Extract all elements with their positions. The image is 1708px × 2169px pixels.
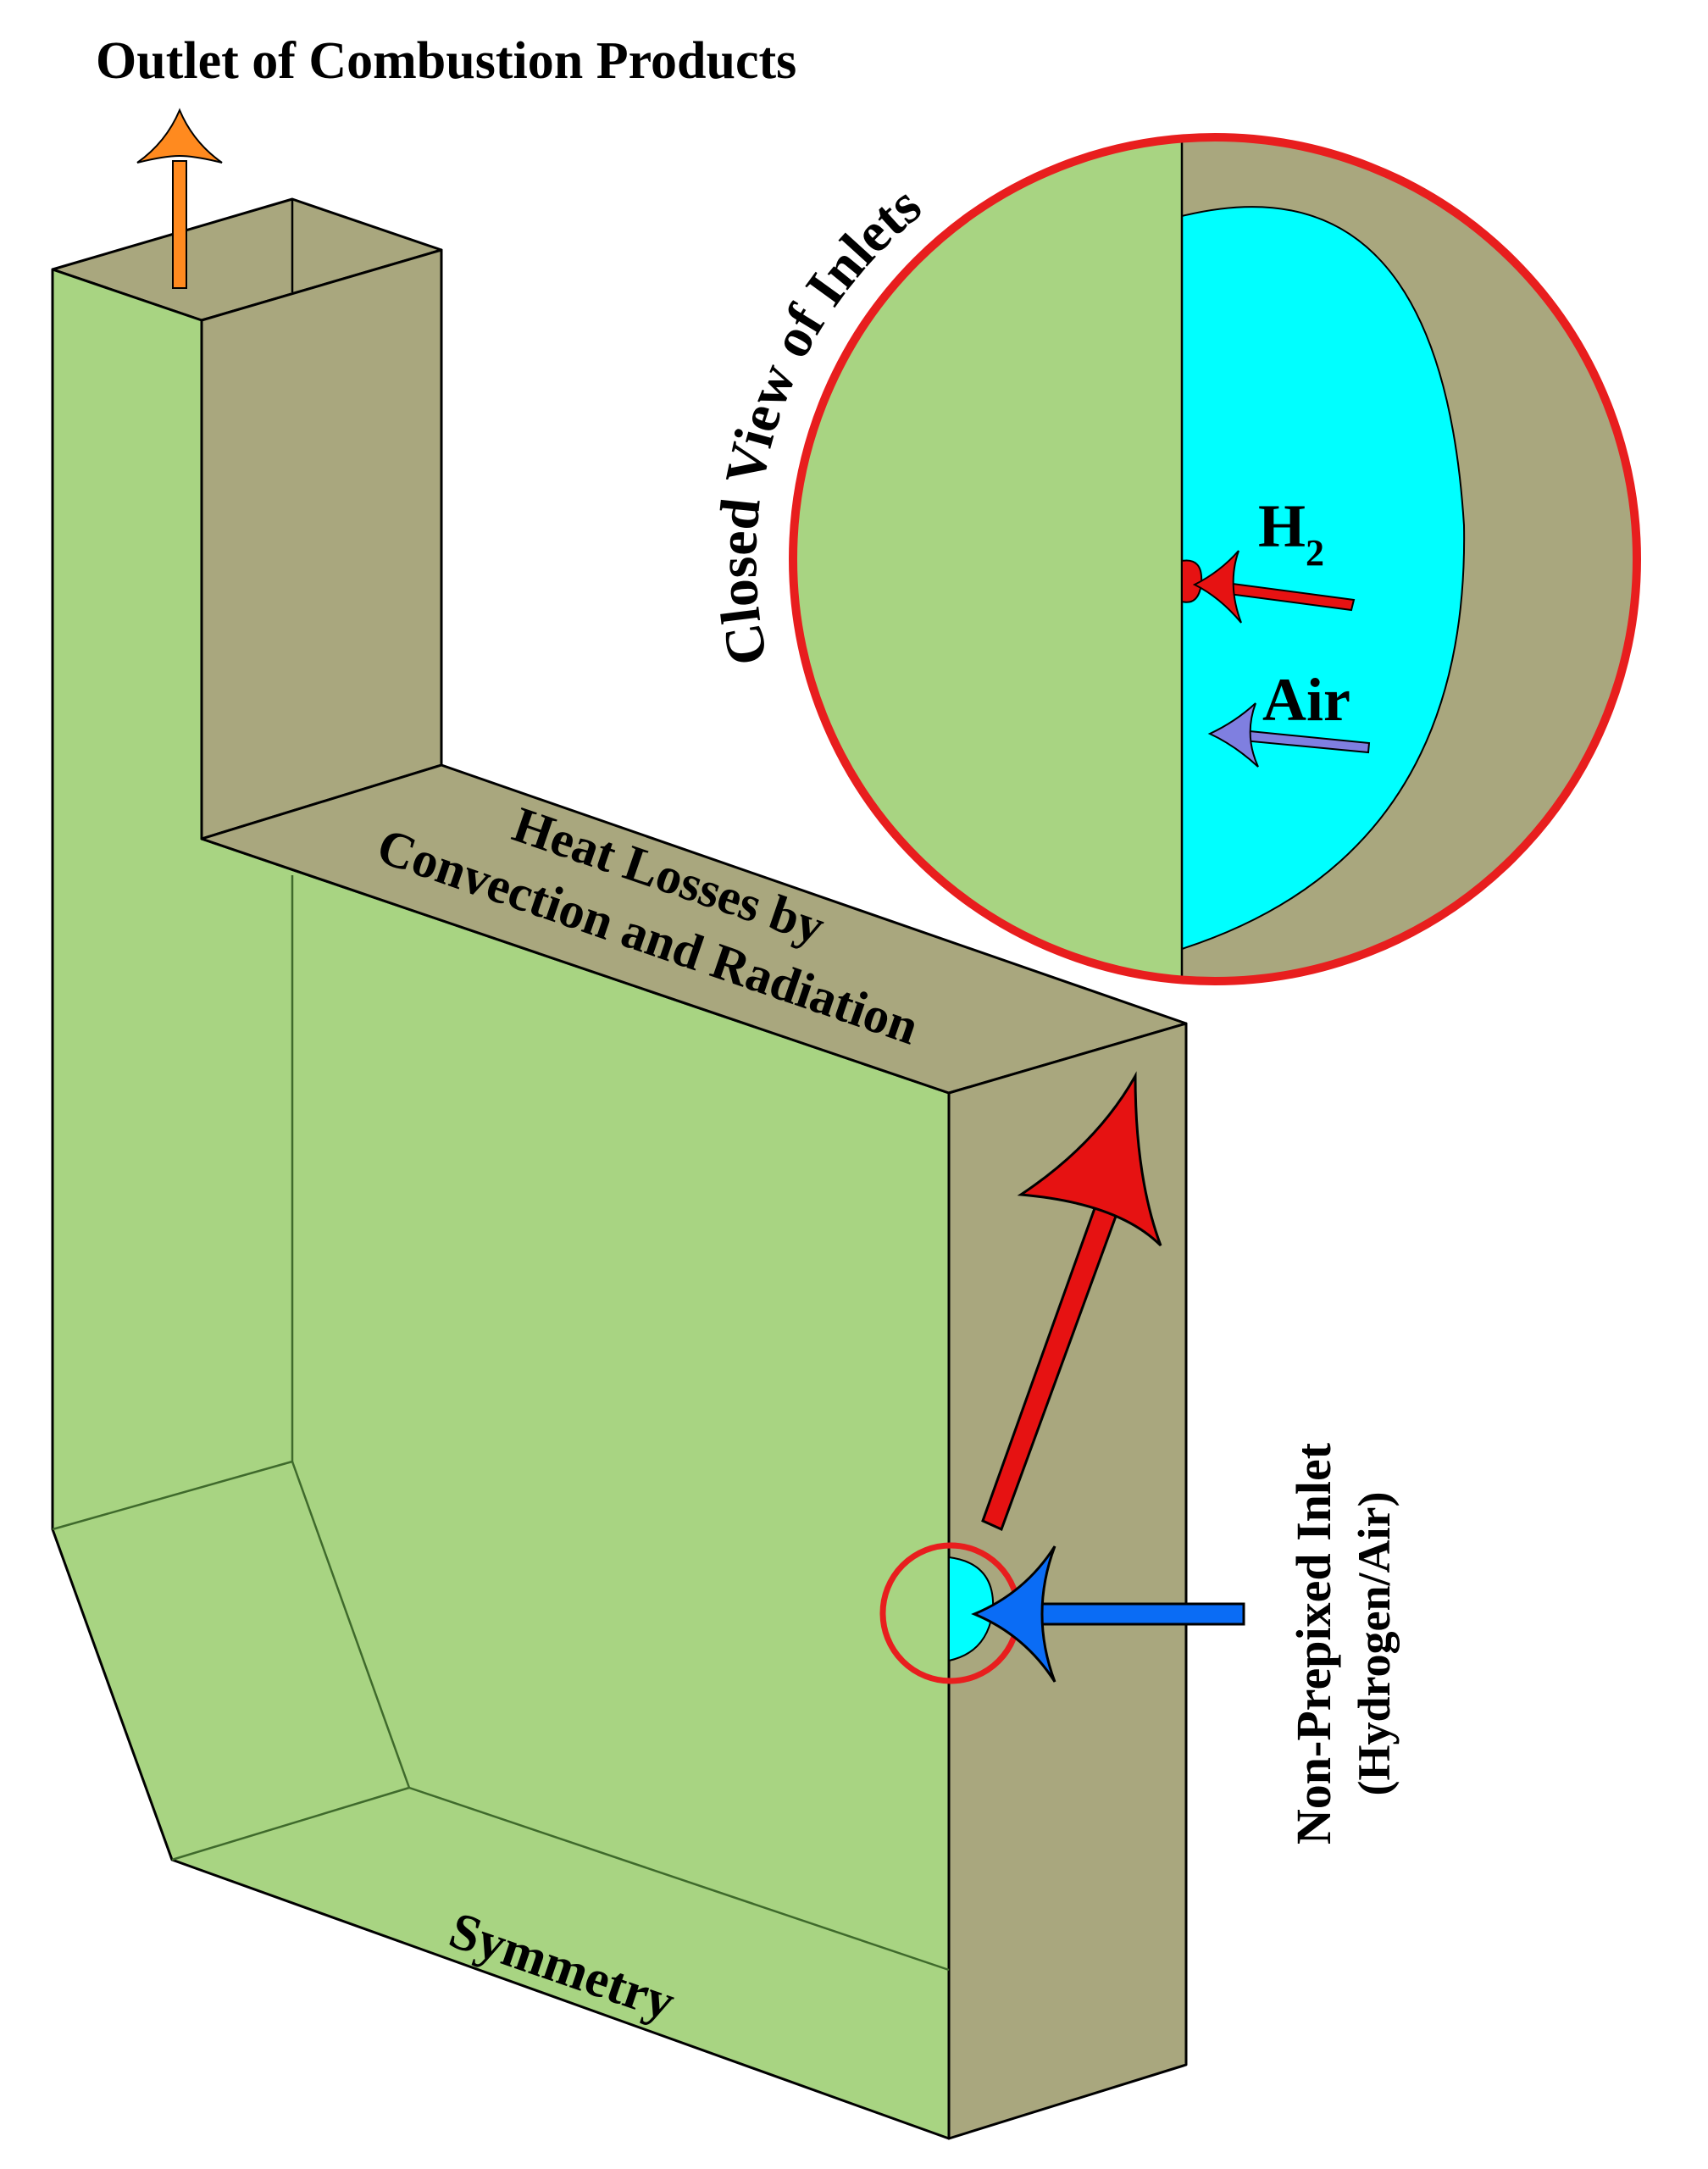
h2-label-subscript: 2 [1306, 532, 1324, 574]
closed-view-lens [789, 133, 1641, 985]
closed-view-inlet-area [1181, 206, 1466, 951]
inlet-label-line2: (Hydrogen/Air) [1349, 1492, 1400, 1796]
h2-arrow [1181, 550, 1356, 624]
inlet-arrow [971, 1545, 1245, 1683]
h2-label: H2 [1258, 492, 1324, 574]
air-label: Air [1262, 666, 1350, 734]
outlet-label: Outlet of Combustion Products [96, 32, 796, 90]
inlet-label-line1: Non-Prepixed Inlet [1286, 1442, 1341, 1844]
chimney-right-face [200, 248, 443, 840]
air-arrow [1207, 702, 1371, 768]
outlet-arrow [136, 108, 223, 289]
right-end-face [947, 1022, 1188, 2140]
combustor-body [51, 197, 1188, 2140]
h2-label-main: H [1258, 492, 1306, 560]
flow-direction-arrow [981, 1071, 1162, 1532]
